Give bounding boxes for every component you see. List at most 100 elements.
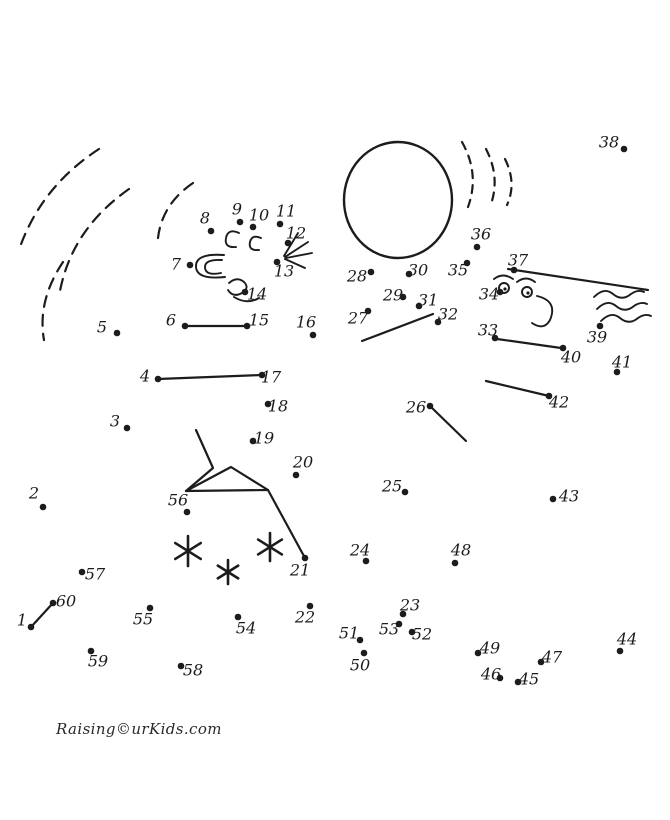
- dot-11: [276, 220, 284, 228]
- dot-7: [186, 261, 194, 269]
- dot-number-22: 22: [294, 608, 315, 627]
- dot-number-27: 27: [347, 309, 369, 328]
- dashed-arc: [58, 187, 131, 293]
- dot-57: [78, 568, 86, 576]
- chin-curve: [233, 296, 260, 303]
- dot-number-26: 26: [405, 398, 426, 417]
- solved-line-42-diagonal: [484, 379, 551, 398]
- solved-line-1-60: [29, 601, 55, 629]
- dot-23: [399, 610, 407, 618]
- dashed-rays-right: [460, 140, 513, 209]
- dot-20: [292, 471, 300, 479]
- solved-line-4-17: [156, 373, 264, 381]
- dot-19: [249, 437, 257, 445]
- dot-number-60: 60: [56, 592, 76, 611]
- dot-number-23: 23: [399, 596, 420, 615]
- dot-52: [408, 628, 416, 636]
- dot-15: [243, 322, 251, 330]
- dot-39: [596, 322, 604, 330]
- dot-number-13: 13: [274, 262, 294, 281]
- dot-31: [415, 302, 423, 310]
- solved-line-fin-triangle: [184, 465, 270, 493]
- hair-curl: [224, 230, 240, 249]
- dot-26: [426, 402, 434, 410]
- star-1: [173, 541, 203, 561]
- dot-number-16: 16: [296, 313, 316, 332]
- dot-number-12: 12: [286, 224, 306, 243]
- ear-outer-curve: [195, 253, 226, 279]
- dot-number-9: 9: [232, 200, 242, 219]
- nose-curve: [531, 295, 554, 328]
- dot-37: [510, 266, 518, 274]
- dot-number-24: 24: [349, 541, 370, 560]
- dot-18: [264, 400, 272, 408]
- dot-number-3: 3: [110, 412, 120, 431]
- dashed-arc: [484, 147, 496, 209]
- dot-number-59: 59: [88, 652, 108, 671]
- dot-32: [434, 318, 442, 326]
- dot-number-39: 39: [587, 328, 607, 347]
- dot-number-17: 17: [261, 368, 282, 387]
- dot-number-44: 44: [616, 630, 637, 649]
- solved-lines: [29, 267, 650, 629]
- dot-48: [451, 559, 459, 567]
- dot-number-19: 19: [254, 429, 274, 448]
- dot-number-5: 5: [97, 318, 107, 337]
- footer-credit: Raising©urKids.com: [56, 720, 222, 738]
- dot-54: [234, 613, 242, 621]
- dot-number-21: 21: [289, 561, 310, 580]
- dot-number-48: 48: [450, 541, 471, 560]
- dot-number-45: 45: [518, 670, 539, 689]
- dot-number-49: 49: [479, 639, 500, 658]
- dot-number-52: 52: [412, 625, 432, 644]
- dot-12: [284, 239, 292, 247]
- dot-46: [496, 674, 504, 682]
- dot-42: [545, 392, 553, 400]
- dashed-arc: [156, 181, 195, 240]
- wind-line: [596, 301, 648, 311]
- dot-41: [613, 368, 621, 376]
- dot-number-37: 37: [508, 251, 529, 270]
- dot-number-41: 41: [611, 353, 632, 372]
- dashed-rays-left: [18, 147, 195, 342]
- dot-number-55: 55: [133, 610, 153, 629]
- dot-40: [559, 344, 567, 352]
- dot-number-35: 35: [448, 261, 468, 280]
- moon-circle: [342, 140, 454, 260]
- dot-number-58: 58: [183, 661, 203, 680]
- dot-28: [367, 268, 375, 276]
- dot-number-53: 53: [379, 620, 399, 639]
- solved-line-37-line: [506, 267, 650, 292]
- dot-3: [123, 424, 131, 432]
- dot-53: [395, 620, 403, 628]
- dot-number-56: 56: [168, 491, 188, 510]
- mouth-curve: [227, 278, 248, 296]
- eye-left: [498, 282, 510, 294]
- brow-left: [493, 274, 514, 280]
- dot-51: [356, 636, 364, 644]
- dot-number-46: 46: [480, 665, 501, 684]
- dot-44: [616, 647, 624, 655]
- solved-line-fin-upper: [184, 428, 215, 493]
- dot-29: [399, 293, 407, 301]
- dot-number-10: 10: [249, 206, 269, 225]
- dot-10: [249, 223, 257, 231]
- dot-59: [87, 647, 95, 655]
- hair-curl: [248, 235, 262, 252]
- dot-34: [496, 288, 504, 296]
- dot-30: [405, 270, 413, 278]
- dashed-arc: [460, 140, 474, 209]
- eye-right: [521, 286, 533, 298]
- dot-43: [549, 495, 557, 503]
- wind-line: [593, 289, 645, 299]
- dot-47: [537, 658, 545, 666]
- dashed-arc: [41, 260, 65, 342]
- dot-number-38: 38: [599, 133, 619, 152]
- dot-number-7: 7: [171, 255, 182, 274]
- moon-outline: [342, 140, 454, 260]
- dot-27: [364, 307, 372, 315]
- dot-number-51: 51: [339, 624, 359, 643]
